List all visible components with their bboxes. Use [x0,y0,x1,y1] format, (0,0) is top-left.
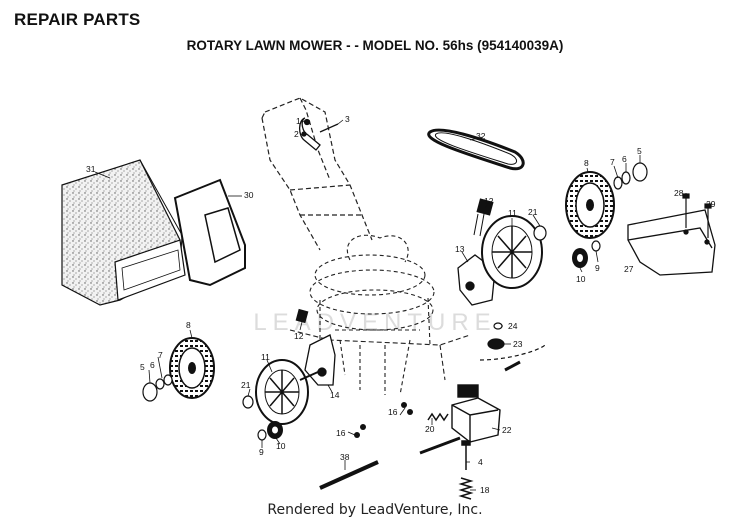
callout-3: 3 [345,114,350,124]
height-adjuster-left [304,334,336,386]
leader-lines [94,119,687,491]
callout-31: 31 [86,164,96,174]
page-title: REPAIR PARTS [14,10,141,29]
callout-6-upper: 6 [622,154,627,164]
drive-gear-left [257,421,283,441]
callout-38: 38 [340,452,350,462]
callouts: 1 2 3 32 31 30 12 11 21 13 8 7 6 5 28 29… [86,114,716,495]
rear-axle [319,460,379,490]
cover-screws [682,193,712,238]
wheel-hardware-left [142,374,173,402]
washer-left [242,395,254,409]
callout-5-lower: 5 [140,362,145,372]
wheel-hubcap-right [481,215,543,289]
callout-12-lower: 12 [294,331,304,341]
transmission [419,384,501,455]
rear-discharge-cover [627,209,716,276]
callout-21-lower: 21 [241,380,251,390]
callout-11-lower: 11 [261,352,270,362]
callout-7-upper: 7 [610,157,615,167]
callout-24: 24 [508,321,518,331]
callout-28: 28 [674,188,684,198]
callout-2: 2 [294,129,299,139]
callout-32: 32 [476,131,486,141]
callout-20: 20 [425,424,435,434]
callout-11-upper: 11 [508,208,517,218]
drive-bolt-and-spring [458,440,474,500]
callout-13: 13 [455,244,465,254]
drive-belt [427,128,525,171]
diagram-subtitle: ROTARY LAWN MOWER - - MODEL NO. 56hs (95… [186,38,564,53]
callout-9-lower: 9 [259,447,264,457]
rear-wheel-right [565,171,615,239]
callout-23: 23 [513,339,523,349]
wheel-hubcap-left [255,359,319,425]
callout-16-left: 16 [336,428,346,438]
handle-assembly [261,97,373,251]
callout-30: 30 [244,190,254,200]
grass-catcher-frame [173,178,246,287]
callout-8-upper: 8 [584,158,589,168]
callout-18: 18 [480,485,490,495]
callout-12-upper: 12 [484,196,494,206]
callout-10-lower: 10 [276,441,286,451]
spring-lower [295,308,309,324]
callout-14: 14 [330,390,340,400]
hex-nuts [354,402,413,438]
washer-right [533,225,547,241]
callout-5-upper: 5 [637,146,642,156]
callout-16-right: 16 [388,407,398,417]
callout-9-upper: 9 [595,263,600,273]
callout-21-upper: 21 [528,207,538,217]
footer-credit: Rendered by LeadVenture, Inc. [267,502,483,518]
watermark-text: LEADVENTURE [253,309,496,336]
callout-8-lower: 8 [186,320,191,330]
deck-outline [289,329,471,381]
engine-outline [309,234,435,396]
callout-22: 22 [502,425,512,435]
wheel-hardware-right [613,162,648,190]
callout-10-upper: 10 [576,274,586,284]
spring-20 [427,412,449,422]
callout-27: 27 [624,264,634,274]
callout-4: 4 [478,457,483,467]
front-wheel-left [169,337,215,399]
grass-catcher-bag [61,159,186,306]
callout-29: 29 [706,199,716,209]
callout-1: 1 [296,116,301,126]
callout-6-lower: 6 [150,360,155,370]
callout-7-lower: 7 [158,350,163,360]
